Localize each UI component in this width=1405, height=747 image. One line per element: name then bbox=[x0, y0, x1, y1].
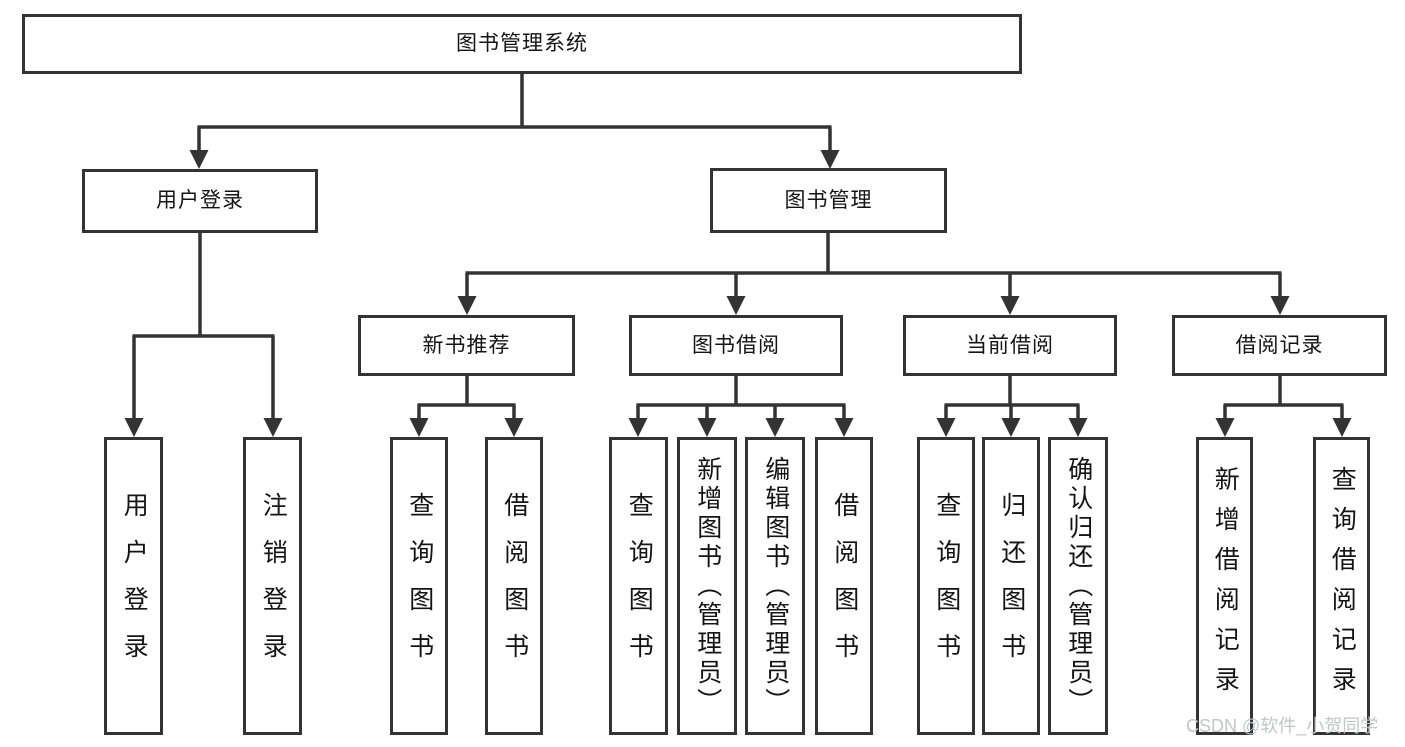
node-current-borrowing: 当前借阅 bbox=[903, 315, 1117, 376]
node-query-books-current: 查询图书 bbox=[917, 437, 975, 735]
node-return-book: 归还图书 bbox=[982, 437, 1040, 735]
node-logout: 注销登录 bbox=[243, 437, 302, 735]
node-query-books-borrowing: 查询图书 bbox=[609, 437, 668, 735]
node-borrowing-records: 借阅记录 bbox=[1172, 315, 1387, 376]
node-book-management: 图书管理 bbox=[710, 168, 947, 233]
node-borrow-books-leaf: 借阅图书 bbox=[815, 437, 873, 735]
node-borrow-books-recommend: 借阅图书 bbox=[485, 437, 543, 735]
node-query-books-recommend: 查询图书 bbox=[390, 437, 448, 735]
arrowheads bbox=[124, 150, 1352, 437]
node-add-book-admin: 新增图书（管理员） bbox=[677, 437, 737, 735]
node-confirm-return-admin: 确认归还（管理员） bbox=[1048, 437, 1108, 735]
node-new-book-recommendation: 新书推荐 bbox=[358, 315, 575, 376]
node-book-borrowing: 图书借阅 bbox=[629, 315, 843, 376]
csdn-watermark: CSDN @软件_小贺同学 bbox=[1186, 716, 1379, 736]
node-user-login: 用户登录 bbox=[82, 169, 318, 233]
node-edit-book-admin: 编辑图书（管理员） bbox=[745, 437, 805, 735]
node-add-borrow-record: 新增借阅记录 bbox=[1196, 437, 1253, 735]
node-library-management-system: 图书管理系统 bbox=[22, 14, 1022, 74]
node-query-borrow-record: 查询借阅记录 bbox=[1313, 437, 1370, 735]
node-user-login-leaf: 用户登录 bbox=[104, 437, 163, 735]
